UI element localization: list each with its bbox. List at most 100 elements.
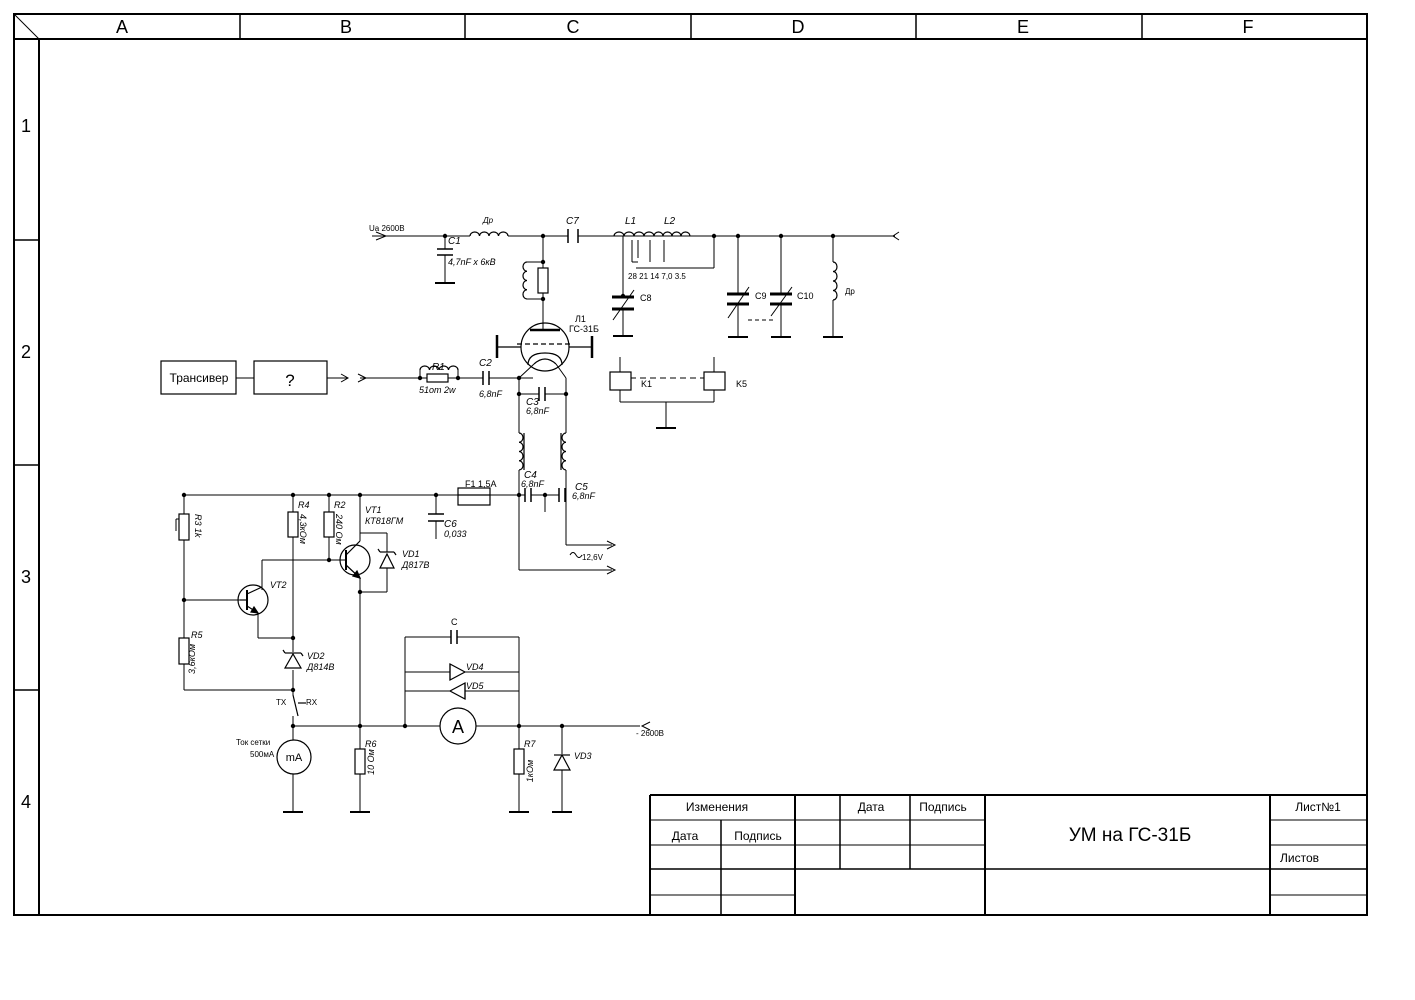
junction-dots bbox=[181, 233, 836, 729]
column-label-e: E bbox=[1017, 17, 1029, 37]
c1-value: 4,7nF x 6кВ bbox=[448, 257, 496, 267]
signature-label: Подпись bbox=[919, 800, 967, 814]
capacitors bbox=[428, 229, 793, 644]
vt1-label: VT1 bbox=[365, 505, 382, 515]
drawing-title: УМ на ГС-31Б bbox=[1069, 825, 1192, 846]
r2-value: 240 Ом bbox=[334, 513, 344, 545]
tap-frequencies: 28 21 14 7,0 3.5 bbox=[628, 272, 686, 281]
ammeter-label: A bbox=[452, 717, 464, 737]
r1-value: 51om 2w bbox=[419, 385, 456, 395]
vd1-label: VD1 bbox=[402, 549, 420, 559]
drawing-frame bbox=[13, 13, 1368, 916]
transistors bbox=[237, 540, 371, 616]
component-labels: Ua 2600В Др C7 L1 L2 C1 4,7nF x 6кВ 28 2… bbox=[187, 216, 855, 782]
column-labels: A B C D E F bbox=[116, 17, 1254, 37]
title-block-text: Изменения Дата Подпись Дата Подпись УМ н… bbox=[672, 800, 1341, 865]
transceiver-block bbox=[160, 360, 237, 395]
vd2-type: Д814В bbox=[306, 662, 334, 672]
milliammeter-label: mA bbox=[286, 752, 303, 764]
c3-label: C3 bbox=[526, 397, 539, 408]
minus-hv-label: - 2600В bbox=[636, 729, 664, 738]
r4-value: 4,3кОм bbox=[298, 514, 308, 544]
r1-label: R1 bbox=[432, 362, 445, 373]
f1-label: F1 1,5A bbox=[465, 479, 497, 489]
choke-top-label: Др bbox=[482, 216, 494, 225]
c2-label: C2 bbox=[479, 358, 492, 369]
transceiver-label: Трансивер bbox=[170, 371, 229, 385]
tx-label: TX bbox=[276, 698, 287, 707]
row-label-4: 4 bbox=[21, 792, 31, 812]
input-blocks bbox=[160, 360, 328, 395]
tube-gs31b bbox=[495, 322, 594, 372]
c6-value: 0,033 bbox=[444, 529, 467, 539]
diodes bbox=[282, 548, 571, 771]
vt2-label: VT2 bbox=[270, 580, 287, 590]
meters bbox=[276, 694, 477, 775]
c1-label: C1 bbox=[448, 236, 461, 247]
tube-label: Л1 bbox=[575, 314, 586, 324]
r7-value: 1кОм bbox=[525, 760, 535, 782]
column-label-a: A bbox=[116, 17, 128, 37]
k5-label: K5 bbox=[736, 379, 747, 389]
c6-label: C6 bbox=[444, 519, 457, 530]
vd1-type: Д817В bbox=[401, 560, 429, 570]
choke-right-label: Др bbox=[845, 287, 855, 296]
r3-label: R3 1k bbox=[193, 514, 203, 538]
title-block bbox=[649, 794, 1367, 915]
wires bbox=[175, 231, 900, 813]
c8-label: C8 bbox=[640, 293, 652, 303]
vd5-label: VD5 bbox=[466, 681, 485, 691]
date-label: Дата bbox=[858, 800, 885, 814]
date-label-2: Дата bbox=[672, 829, 699, 843]
unknown-block-label: ? bbox=[285, 371, 294, 390]
grid-current-label: Ток сетки bbox=[236, 738, 270, 747]
row-label-1: 1 bbox=[21, 116, 31, 136]
signature-label-2: Подпись bbox=[734, 829, 782, 843]
tube-type: ГС-31Б bbox=[569, 324, 599, 334]
c10-label: C10 bbox=[797, 291, 814, 301]
ua-label: Ua 2600В bbox=[369, 224, 405, 233]
row-label-2: 2 bbox=[21, 342, 31, 362]
changes-label: Изменения bbox=[686, 800, 748, 814]
r7-label: R7 bbox=[524, 739, 536, 749]
column-label-d: D bbox=[792, 17, 805, 37]
r4-label: R4 bbox=[298, 500, 310, 510]
sheet-number: Лист№1 bbox=[1295, 800, 1341, 814]
grid-current-value: 500мА bbox=[250, 750, 275, 759]
l2-label: L2 bbox=[664, 216, 676, 227]
r2-label: R2 bbox=[334, 500, 346, 510]
c4-value: 6,8nF bbox=[521, 479, 545, 489]
k1-label: K1 bbox=[641, 379, 652, 389]
c5-label: C5 bbox=[575, 482, 588, 493]
c2-value: 6,8nF bbox=[479, 389, 503, 399]
c-label: C bbox=[451, 617, 458, 627]
r5-label: R5 bbox=[191, 630, 203, 640]
c7-label: C7 bbox=[566, 216, 579, 227]
rx-label: RX bbox=[306, 698, 318, 707]
column-label-f: F bbox=[1243, 17, 1254, 37]
vd3-label: VD3 bbox=[574, 751, 592, 761]
vd2-label: VD2 bbox=[307, 651, 325, 661]
r5-value: 3,6кОм bbox=[187, 644, 197, 674]
column-label-b: B bbox=[340, 17, 352, 37]
c4-label: C4 bbox=[524, 470, 537, 481]
vt1-type: КТ818ГМ bbox=[365, 516, 404, 526]
r6-label: R6 bbox=[365, 739, 377, 749]
resistors bbox=[178, 267, 549, 775]
ac-symbol-icon bbox=[569, 552, 583, 558]
unknown-block bbox=[253, 360, 328, 395]
row-labels: 1 2 3 4 bbox=[21, 116, 31, 812]
vd4-label: VD4 bbox=[466, 662, 484, 672]
column-label-c: C bbox=[567, 17, 580, 37]
row-label-3: 3 bbox=[21, 567, 31, 587]
inductors bbox=[419, 231, 838, 471]
sheets-total-label: Листов bbox=[1280, 851, 1319, 865]
r6-value: 10 Ом bbox=[366, 749, 376, 775]
l1-label: L1 bbox=[625, 216, 636, 227]
relays bbox=[609, 371, 726, 391]
c3-value: 6,8nF bbox=[526, 406, 550, 416]
c9-label: C9 bbox=[755, 291, 767, 301]
c5-value: 6,8nF bbox=[572, 491, 596, 501]
